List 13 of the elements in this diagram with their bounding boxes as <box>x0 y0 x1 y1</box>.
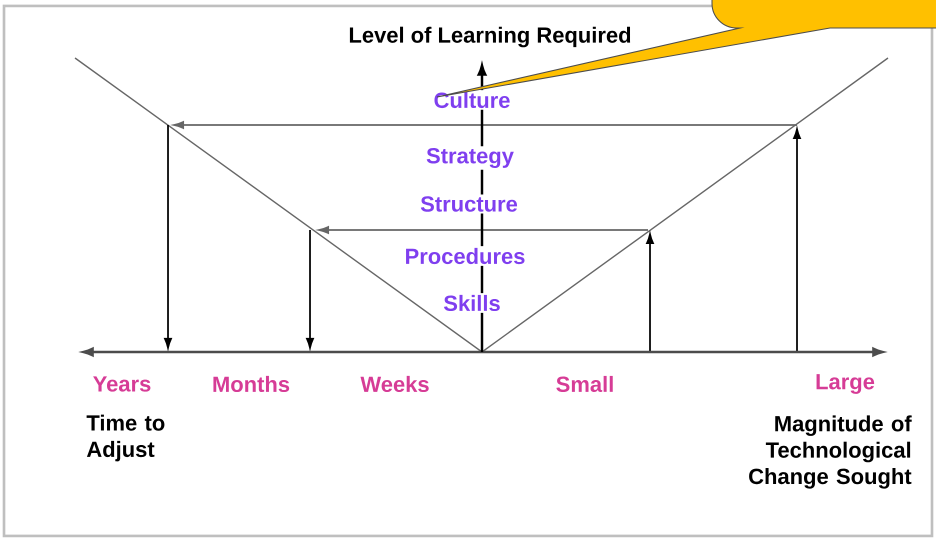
axis-tick-label: Small <box>556 376 613 392</box>
axis-tick-label: Months <box>213 376 290 392</box>
level-label: Culture <box>432 90 512 110</box>
axis-title: Level of Learning Required <box>344 23 636 51</box>
level-label: Strategy <box>424 146 516 170</box>
axis-tick-label: Years <box>93 376 150 392</box>
level-label: Structure <box>418 194 520 214</box>
axis-tick-label: Large <box>816 374 874 394</box>
axis-label: Magnitude of Technological Change Sought <box>749 415 912 489</box>
axis-tick-label: Weeks <box>360 376 429 392</box>
level-label: Procedures <box>402 246 528 266</box>
level-label: Skills <box>442 293 502 313</box>
axis-label: Time to Adjust <box>86 414 164 462</box>
